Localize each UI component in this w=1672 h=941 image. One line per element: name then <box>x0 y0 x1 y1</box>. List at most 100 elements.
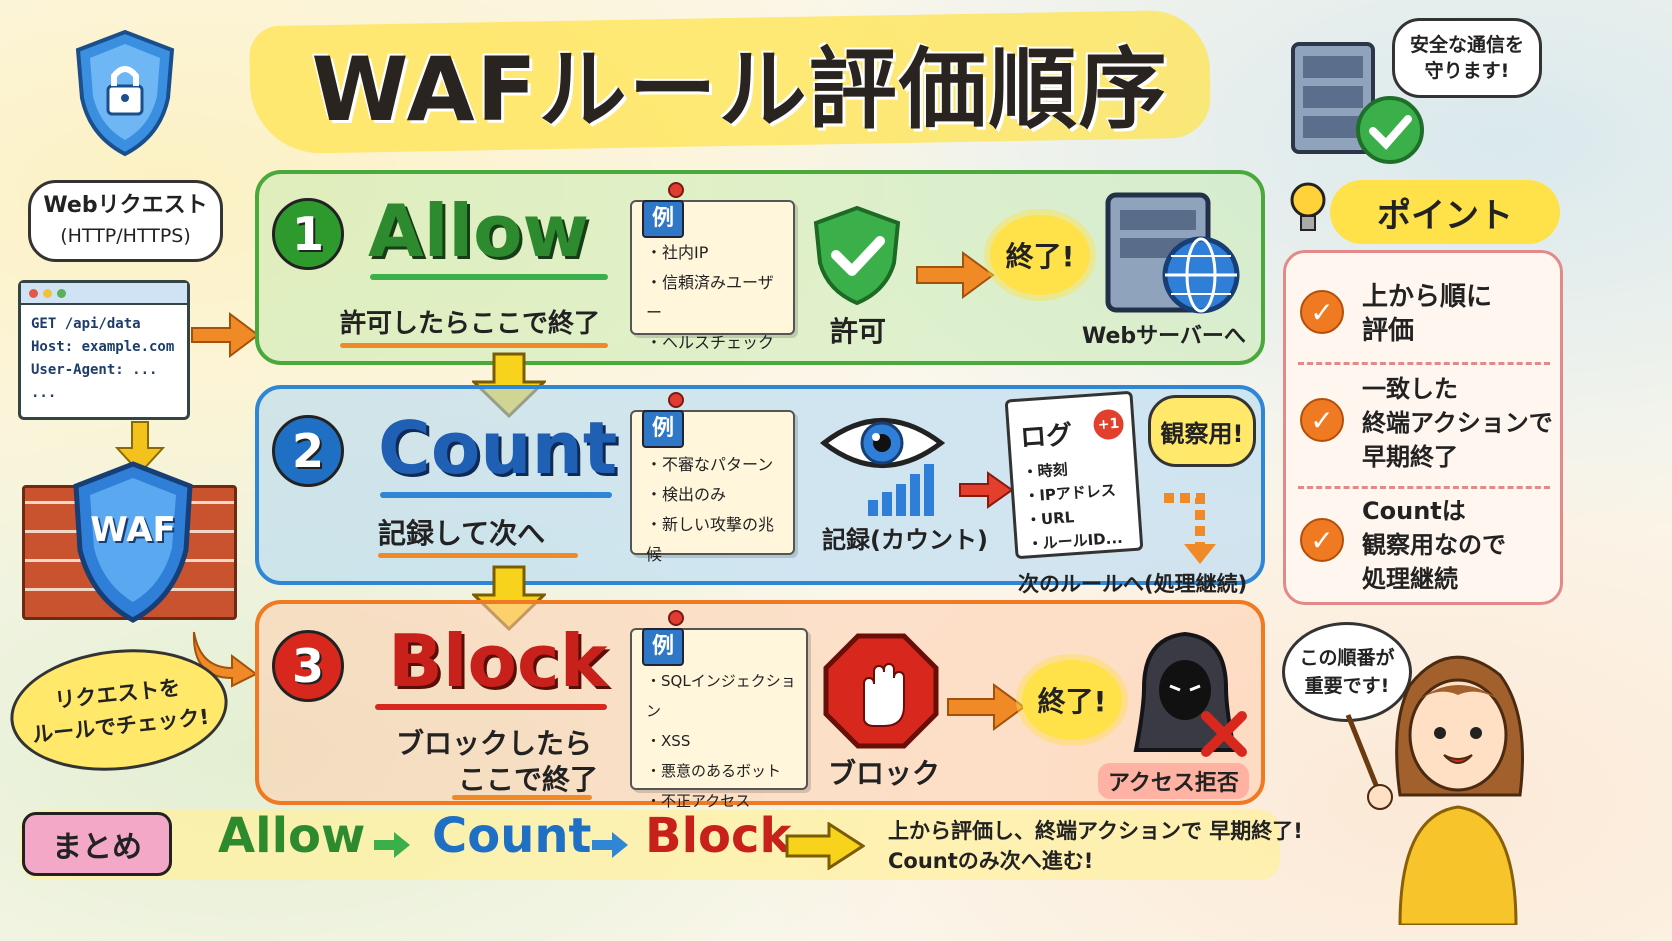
underline <box>380 492 612 498</box>
example-item: ・不正アクセス <box>646 792 751 810</box>
request-protocol: (HTTP/HTTPS) <box>60 225 191 247</box>
underline <box>370 274 608 280</box>
points-title: ポイント <box>1330 180 1560 244</box>
rule-subtitle-line: ブロックしたら <box>396 727 593 760</box>
page-title: WAFルール評価順序 <box>311 37 1169 141</box>
example-item: ・SQLインジェクション <box>646 672 796 720</box>
example-tag: 例 <box>642 628 685 666</box>
example-tag: 例 <box>642 200 685 238</box>
dashed-arrow-icon <box>1160 488 1230 568</box>
rule-number-badge: 3 <box>272 630 344 702</box>
rule-number-badge: 1 <box>272 198 344 270</box>
allow-action-label: 許可 <box>830 315 887 348</box>
request-bubble: Webリクエスト (HTTP/HTTPS) <box>28 180 223 262</box>
check-icon: ✓ <box>1300 518 1344 562</box>
summary-text: 上から評価し、終端アクションで 早期終了! Countのみ次へ進む! <box>888 816 1303 876</box>
summary-label: まとめ <box>22 812 172 876</box>
summary-flow-allow: Allow <box>218 808 366 864</box>
point-item: 一致した 終端アクションで 早期終了 <box>1362 372 1553 474</box>
arrow-right-icon <box>590 830 630 860</box>
allow-example-note: 例 ・社内IP ・信頼済みユーザー ・ヘルスチェック <box>630 182 795 352</box>
arrow-right-icon <box>958 470 1014 510</box>
end-burst: 終了! <box>1022 660 1122 740</box>
rule-subtitle-line: ここで終了 <box>458 763 599 796</box>
summary-line: 上から評価し、終端アクションで 早期終了! <box>888 819 1303 843</box>
example-item: ・新しい攻撃の兆候 <box>646 515 775 564</box>
example-item: ・不審なパターン <box>646 455 774 474</box>
point-line: 一致した <box>1362 375 1458 403</box>
bubble-line: この順番が <box>1299 647 1395 669</box>
rule-name: Count <box>378 406 618 490</box>
point-item: 上から順に 評価 <box>1362 280 1492 348</box>
check-circle-icon <box>1355 95 1425 165</box>
dot-icon <box>43 288 52 298</box>
point-line: 処理継続 <box>1362 565 1458 593</box>
count-action-label: 記録(カウント) <box>822 526 988 554</box>
bubble-line: 安全な通信を <box>1409 34 1524 56</box>
lock-shield-icon <box>70 28 180 158</box>
underline <box>452 795 592 800</box>
window-titlebar <box>21 283 187 305</box>
block-target-label: アクセス拒否 <box>1098 763 1249 799</box>
point-line: 終端アクションで <box>1362 409 1553 437</box>
example-item: ・ヘルスチェック <box>646 333 775 352</box>
rule-number-badge: 2 <box>272 415 344 487</box>
arrow-right-icon <box>946 682 1026 732</box>
pin-icon <box>668 610 684 626</box>
teacher-bubble: この順番が 重要です! <box>1282 622 1412 722</box>
block-example-note: 例 ・SQLインジェクション ・XSS ・悪意のあるボット ・不正アクセス <box>630 610 808 810</box>
eye-icon <box>819 408 946 478</box>
bubble-line: 重要です! <box>1304 675 1390 697</box>
request-line: User-Agent: ... <box>31 362 158 378</box>
summary-flow-count: Count <box>432 808 592 864</box>
next-rule-label: 次のルールへ(処理継続) <box>1018 572 1248 596</box>
waf-label: WAF <box>90 510 176 550</box>
rule-name: Allow <box>368 189 590 273</box>
pin-icon <box>668 392 684 408</box>
dot-icon <box>57 288 66 298</box>
block-action-label: ブロック <box>828 757 941 790</box>
arrow-down-icon <box>114 420 166 475</box>
request-line: Host: example.com <box>31 339 175 355</box>
rule-subtitle: 記録して次へ <box>378 517 546 550</box>
request-line: ... <box>31 385 57 401</box>
example-tag: 例 <box>642 410 685 448</box>
allow-target-label: Webサーバーへ <box>1082 324 1246 349</box>
lightbulb-icon <box>1290 180 1326 240</box>
request-line: GET /api/data <box>31 316 141 332</box>
stop-hand-icon <box>822 632 940 750</box>
safe-comm-bubble: 安全な通信を 守ります! <box>1392 18 1542 98</box>
point-item: Countは 観察用なので 処理継続 <box>1362 494 1506 596</box>
example-item: ・社内IP <box>646 243 709 262</box>
request-title: Webリクエスト <box>43 193 208 218</box>
divider <box>1298 486 1550 489</box>
example-item: ・信頼済みユーザー <box>646 273 774 322</box>
check-icon: ✓ <box>1300 290 1344 334</box>
underline <box>375 704 607 710</box>
underline <box>378 553 578 558</box>
web-server-icon <box>1098 190 1248 320</box>
summary-band <box>20 810 1280 880</box>
point-line: 評価 <box>1362 316 1415 346</box>
rule-name: Block <box>388 619 608 703</box>
arrow-right-icon <box>915 250 995 300</box>
waf-shield-icon <box>68 460 198 625</box>
log-notepad: ログ +1 ・時刻 ・IPアドレス ・URL ・ルールID... <box>1004 390 1144 560</box>
observe-bubble: 観察用! <box>1148 395 1256 467</box>
point-line: 上から順に <box>1362 282 1493 312</box>
point-line: Countは <box>1362 497 1466 525</box>
example-item: ・悪意のあるボット <box>646 762 782 780</box>
bar-chart-icon <box>866 460 948 518</box>
count-example-note: 例 ・不審なパターン ・検出のみ ・新しい攻撃の兆候 <box>630 392 795 564</box>
request-window: GET /api/data Host: example.com User-Age… <box>18 280 190 420</box>
underline <box>340 343 608 348</box>
server-icon <box>1285 38 1385 158</box>
example-item: ・検出のみ <box>646 485 727 504</box>
bubble-line: 守ります! <box>1424 60 1510 82</box>
check-icon: ✓ <box>1300 398 1344 442</box>
end-burst: 終了! <box>990 215 1090 295</box>
check-shield-icon <box>812 205 902 306</box>
point-line: 観察用なので <box>1362 531 1506 559</box>
summary-line: Countのみ次へ進む! <box>888 849 1094 873</box>
summary-flow-block: Block <box>645 808 792 864</box>
